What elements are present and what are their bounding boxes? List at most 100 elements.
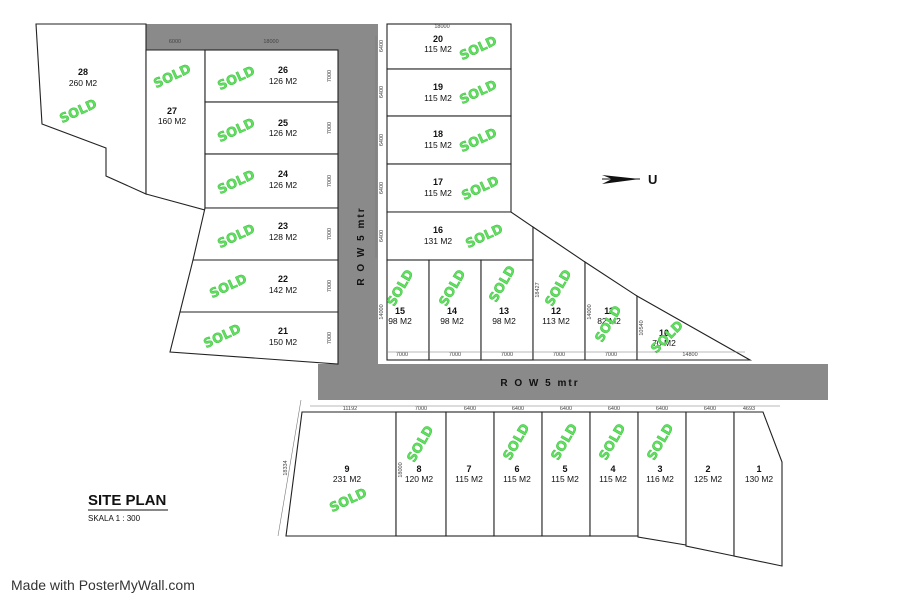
dimension-label: 7000	[553, 352, 565, 358]
lot-28	[35, 23, 147, 195]
roads	[146, 24, 828, 400]
lot-area: 70 M2	[652, 338, 676, 348]
lot-area: 142 M2	[269, 285, 298, 295]
dimension-label: 6400	[379, 134, 385, 146]
dimension-label: 14800	[682, 352, 697, 358]
dimension-label: 6400	[656, 406, 668, 412]
lot-number: 2	[705, 464, 710, 474]
lot-area: 131 M2	[424, 236, 453, 246]
dimension-label: 6400	[379, 182, 385, 194]
lot-area: 115 M2	[424, 188, 452, 198]
lot-10	[636, 295, 753, 361]
dimension-label: 18000	[398, 462, 404, 477]
lot-area: 98 M2	[388, 316, 412, 326]
lot-area: 120 M2	[405, 474, 434, 484]
lot-21	[169, 311, 339, 365]
lot-area: 125 M2	[694, 474, 723, 484]
road-label-horizontal: R O W 5 mtr	[500, 378, 579, 389]
lot-number: 1	[756, 464, 761, 474]
dimension-label: 6400	[608, 406, 620, 412]
lot-number: 20	[433, 34, 443, 44]
dimension-label: 18334	[283, 460, 289, 475]
dimension-label: 7000	[327, 332, 333, 344]
lot-area: 126 M2	[269, 180, 298, 190]
lot-area: 115 M2	[424, 140, 452, 150]
lot-number: 7	[466, 464, 471, 474]
lots	[35, 23, 783, 567]
lot-area: 260 M2	[69, 78, 98, 88]
lot-7	[445, 411, 495, 537]
lot-number: 13	[499, 306, 509, 316]
dimension-label: 7000	[327, 122, 333, 134]
lot-number: 8	[416, 464, 421, 474]
lot-number: 22	[278, 274, 288, 284]
dimension-label: 6400	[464, 406, 476, 412]
lot-area: 115 M2	[503, 474, 531, 484]
lot-number: 5	[562, 464, 567, 474]
lot-26	[204, 49, 339, 103]
title-block: SITE PLAN SKALA 1 : 300	[88, 492, 168, 523]
dimension-label: 7000	[327, 280, 333, 292]
dimension-label: 7000	[501, 352, 513, 358]
lot-number: 3	[657, 464, 662, 474]
lot-area: 126 M2	[269, 128, 298, 138]
lot-number: 25	[278, 118, 288, 128]
lot-labels: 28 260 M2 27 160 M2 26 126 M2 25 126 M2 …	[69, 34, 774, 484]
north-arrow-icon: U	[602, 172, 657, 187]
dimension-label: 18000	[263, 39, 278, 45]
lot-number: 16	[433, 225, 443, 235]
lot-area: 126 M2	[269, 76, 298, 86]
lot-2	[685, 411, 735, 557]
lot-area: 98 M2	[492, 316, 516, 326]
lot-number: 9	[344, 464, 349, 474]
lot-area: 160 M2	[158, 116, 187, 126]
lot-16	[386, 211, 534, 261]
dimension-label: 10540	[639, 320, 645, 335]
plan-title: SITE PLAN	[88, 492, 166, 509]
lot-area: 128 M2	[269, 232, 298, 242]
dimension-label: 7000	[449, 352, 461, 358]
lot-area: 98 M2	[440, 316, 464, 326]
lot-number: 10	[659, 328, 669, 338]
lot-number: 11	[604, 306, 614, 316]
lot-5	[541, 411, 591, 537]
dimension-label: 6400	[512, 406, 524, 412]
dimension-lines	[277, 36, 780, 537]
lot-area: 130 M2	[745, 474, 774, 484]
lot-area: 150 M2	[269, 337, 298, 347]
lot-8	[395, 411, 447, 537]
lot-6	[493, 411, 543, 537]
lot-19	[386, 68, 512, 117]
dimension-label: 7000	[327, 175, 333, 187]
lot-number: 26	[278, 65, 288, 75]
lot-number: 19	[433, 82, 443, 92]
dimension-label: 7000	[415, 406, 427, 412]
lot-area: 115 M2	[599, 474, 627, 484]
lot-number: 4	[610, 464, 615, 474]
dimension-label: 6400	[379, 230, 385, 242]
road-label-vertical: R O W 5 mtr	[356, 206, 367, 285]
lot-area: 113 M2	[542, 316, 570, 326]
lot-1	[733, 411, 783, 567]
dimension-label: 7000	[605, 352, 617, 358]
lot-17	[386, 163, 512, 213]
lot-number: 24	[278, 169, 288, 179]
dimension-labels: 6000 18000 18000 6400 6400 6400 6400 640…	[169, 24, 755, 478]
lot-number: 21	[278, 326, 288, 336]
dimension-label: 18000	[434, 24, 449, 30]
plan-scale: SKALA 1 : 300	[88, 514, 141, 523]
lot-number: 27	[167, 106, 177, 116]
dimension-label: 6400	[379, 86, 385, 98]
dimension-label: 6400	[704, 406, 716, 412]
lot-18	[386, 115, 512, 165]
lot-area: 116 M2	[646, 474, 674, 484]
lot-area: 82 M2	[597, 316, 621, 326]
lot-number: 28	[78, 67, 88, 77]
road-top	[146, 24, 378, 50]
dimension-label: 7000	[327, 228, 333, 240]
lot-13	[480, 259, 534, 361]
lot-22	[179, 259, 339, 313]
lot-20	[386, 23, 512, 70]
dimension-label: 18427	[535, 282, 541, 297]
